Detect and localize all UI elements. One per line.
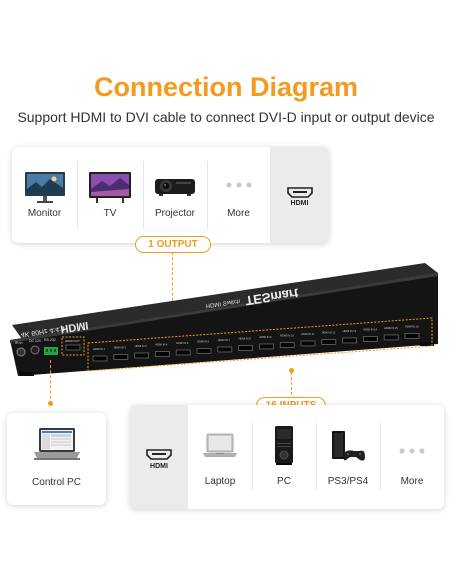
input-connector-line	[291, 372, 292, 400]
divider	[316, 423, 317, 491]
input-device-label: More	[400, 476, 424, 487]
hdmi-port-icon	[287, 187, 313, 198]
input-device-label: PS3/PS4	[327, 476, 369, 487]
divider	[380, 423, 381, 491]
pc-tower-icon	[275, 426, 293, 465]
hdmi-in-port	[238, 345, 254, 351]
output-device-more: More	[207, 147, 270, 243]
hdmi-in-label: HDMI IN 14	[363, 327, 377, 331]
control-pc-icon	[34, 428, 80, 460]
input-device-more: More	[380, 405, 444, 509]
hdmi-in-label: HDMI IN 10	[280, 333, 294, 337]
hdmi-in-port	[300, 340, 316, 347]
hdmi-in-label: HDMI IN 8	[239, 336, 252, 340]
hdmi-port-icon	[146, 449, 172, 460]
hdmi-in-label: HDMI IN 1	[93, 347, 106, 351]
hdmi-in-port	[154, 351, 170, 357]
output-port-cell: HDMI	[270, 147, 329, 243]
connector-dot	[289, 368, 294, 373]
device-model-label: HDMI Switch	[205, 297, 240, 308]
control-pc-label: Control PC	[32, 477, 81, 488]
input-device-laptop: Laptop	[188, 405, 252, 509]
hdmi-in-label: HDMI IN 4	[155, 342, 168, 346]
output-connector-line	[172, 252, 173, 336]
hdmi-in-port	[279, 342, 295, 348]
ir-in-port	[16, 347, 26, 357]
output-device-tv: TV	[77, 147, 143, 243]
control-connector-line	[50, 360, 51, 404]
hdmi-in-port	[134, 352, 150, 359]
divider	[207, 161, 208, 229]
input-device-label: Laptop	[204, 476, 236, 487]
divider	[252, 423, 253, 491]
page-title: Connection Diagram	[93, 72, 359, 102]
hdmi-in-port	[321, 339, 337, 345]
output-badge: 1 OUTPUT	[135, 236, 211, 253]
hdmi-in-label: HDMI IN 6	[197, 339, 210, 343]
output-port-label: HDMI	[290, 200, 309, 207]
hdmi-in-label: HDMI IN 9	[259, 335, 272, 339]
hdmi-in-port	[342, 337, 358, 344]
more-dots-icon	[226, 182, 252, 188]
hdmi-in-label: HDMI IN 15	[384, 326, 398, 330]
tv-icon	[89, 172, 131, 203]
output-device-label: Monitor	[27, 208, 62, 219]
input-devices-card: HDMI Laptop PC PS3/PS4	[130, 405, 444, 509]
hdmi-in-port	[404, 333, 420, 339]
ir-in-label: IR In	[15, 341, 22, 345]
hdmi-in-port	[113, 354, 129, 360]
hdmi-in-label: HDMI IN 7	[218, 338, 231, 342]
connector-dot	[48, 401, 53, 406]
page-subtitle: Support HDMI to DVI cable to connect DVI…	[17, 109, 435, 125]
projector-icon	[155, 179, 195, 196]
hdmi-in-port	[175, 349, 191, 356]
output-device-label: TV	[103, 208, 117, 219]
more-dots-icon	[399, 448, 425, 454]
hdmi-in-label: HDMI IN 16	[405, 324, 419, 328]
dc-power-port	[30, 345, 40, 355]
output-devices-card: Monitor TV Projector	[12, 147, 329, 243]
hdmi-in-port	[258, 343, 274, 350]
hdmi-in-port	[362, 336, 378, 342]
hdmi-in-label: HDMI IN 11	[301, 332, 315, 336]
input-port-cell: HDMI	[130, 405, 188, 509]
hdmi-in-port	[196, 348, 212, 354]
control-pc-card: Control PC	[7, 413, 106, 505]
hdmi-out-port	[65, 344, 81, 351]
hdmi-in-label: HDMI IN 12	[322, 330, 336, 334]
output-device-projector: Projector	[143, 147, 207, 243]
input-device-pc: PC	[252, 405, 316, 509]
input-device-label: PC	[277, 476, 291, 487]
hdmi-out-label: HDMI OUT	[65, 339, 80, 343]
output-device-label: More	[227, 208, 250, 219]
monitor-icon	[25, 172, 65, 203]
laptop-icon	[203, 433, 237, 457]
hdmi-in-port	[217, 346, 233, 353]
divider	[143, 161, 144, 229]
hdmi-in-label: HDMI IN 2	[114, 345, 127, 349]
output-device-monitor: Monitor	[12, 147, 77, 243]
hdmi-in-port	[92, 355, 108, 362]
rs232-label: RS-232	[44, 338, 56, 342]
game-console-icon	[332, 431, 365, 461]
hdmi-in-label: HDMI IN 13	[343, 329, 357, 333]
output-device-label: Projector	[154, 208, 195, 219]
hdmi-in-port	[383, 334, 399, 341]
hdmi-in-label: HDMI IN 5	[176, 341, 189, 345]
divider	[77, 161, 78, 229]
dc-label: DC 12V	[29, 339, 42, 343]
input-port-label: HDMI	[150, 463, 168, 470]
hdmi-in-label: HDMI IN 3	[135, 344, 148, 348]
input-device-ps: PS3/PS4	[316, 405, 380, 509]
device-type-label: HDMI	[60, 319, 90, 335]
